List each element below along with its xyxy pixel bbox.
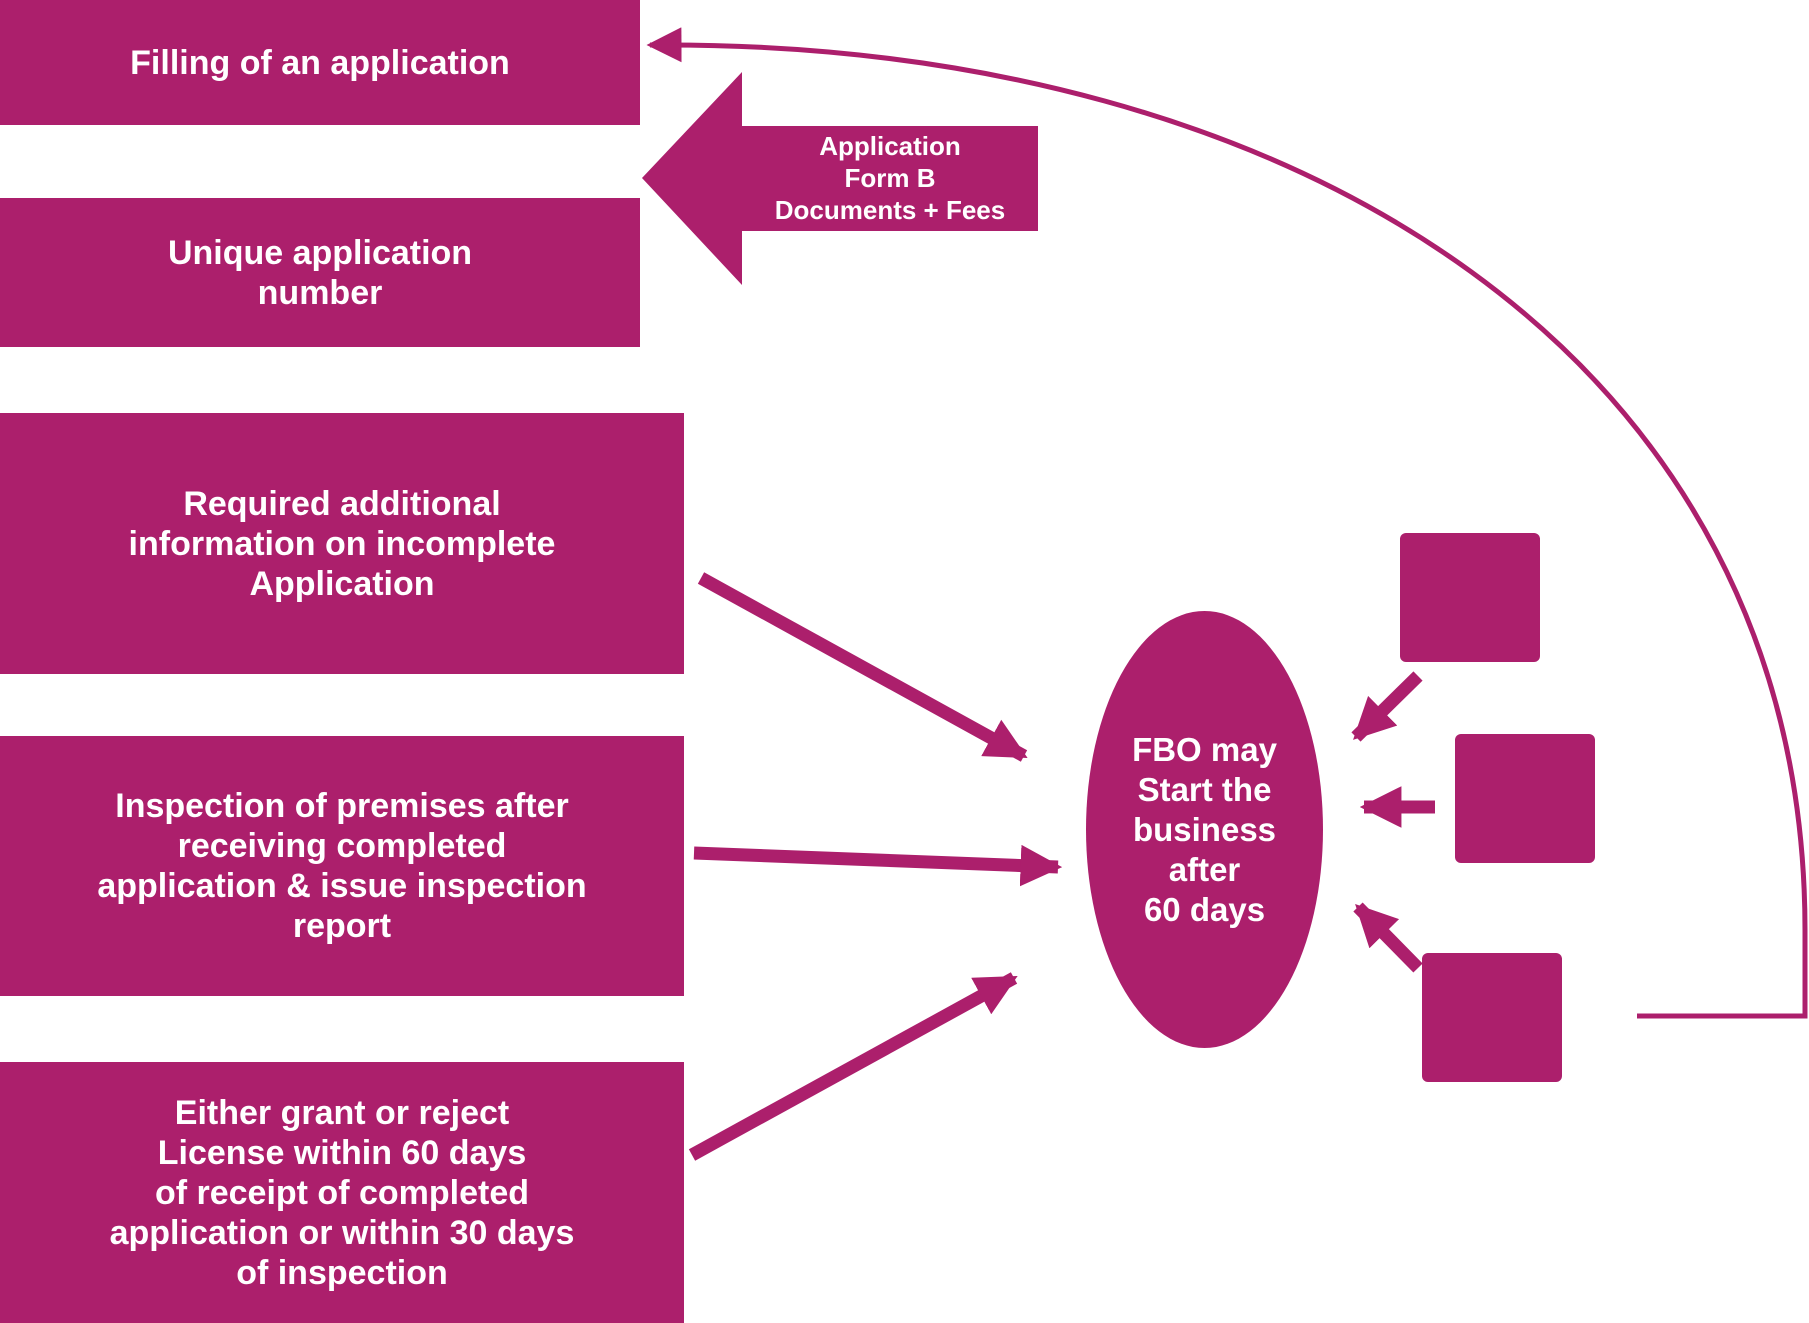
step-required-additional-information-label: Required additional information on incom… xyxy=(128,484,556,603)
fbo-start-business-node: FBO may Start the business after 60 days xyxy=(1086,611,1323,1048)
empty-square-bottom xyxy=(1422,953,1562,1082)
step-filling-application: Filling of an application xyxy=(0,0,640,125)
step-grant-or-reject-license-label: Either grant or reject License within 60… xyxy=(109,1093,575,1292)
step-inspection-of-premises: Inspection of premises after receiving c… xyxy=(0,736,684,996)
arrow-required-to-center xyxy=(697,572,1028,762)
input-block-arrow-shape xyxy=(642,72,1038,285)
step-unique-application-number-label: Unique application number xyxy=(167,233,473,312)
arrow-inspection-to-center xyxy=(693,844,1063,887)
step-unique-application-number: Unique application number xyxy=(0,198,640,347)
empty-square-top xyxy=(1400,533,1540,662)
arrow-grant-to-center xyxy=(688,972,1018,1161)
step-inspection-of-premises-label: Inspection of premises after receiving c… xyxy=(97,787,587,945)
empty-square-middle xyxy=(1455,734,1595,863)
fbo-start-business-label: FBO may Start the business after 60 days xyxy=(1132,730,1277,928)
input-arrow-label: Application Form B Documents + Fees xyxy=(774,131,1006,225)
step-filling-application-label: Filling of an application xyxy=(130,43,510,82)
arrow-square3-to-center xyxy=(1353,902,1423,973)
step-required-additional-information: Required additional information on incom… xyxy=(0,413,684,674)
step-grant-or-reject-license: Either grant or reject License within 60… xyxy=(0,1062,684,1323)
arrow-square1-to-center xyxy=(1351,671,1423,742)
feedback-curve-arrow xyxy=(646,27,1808,1019)
